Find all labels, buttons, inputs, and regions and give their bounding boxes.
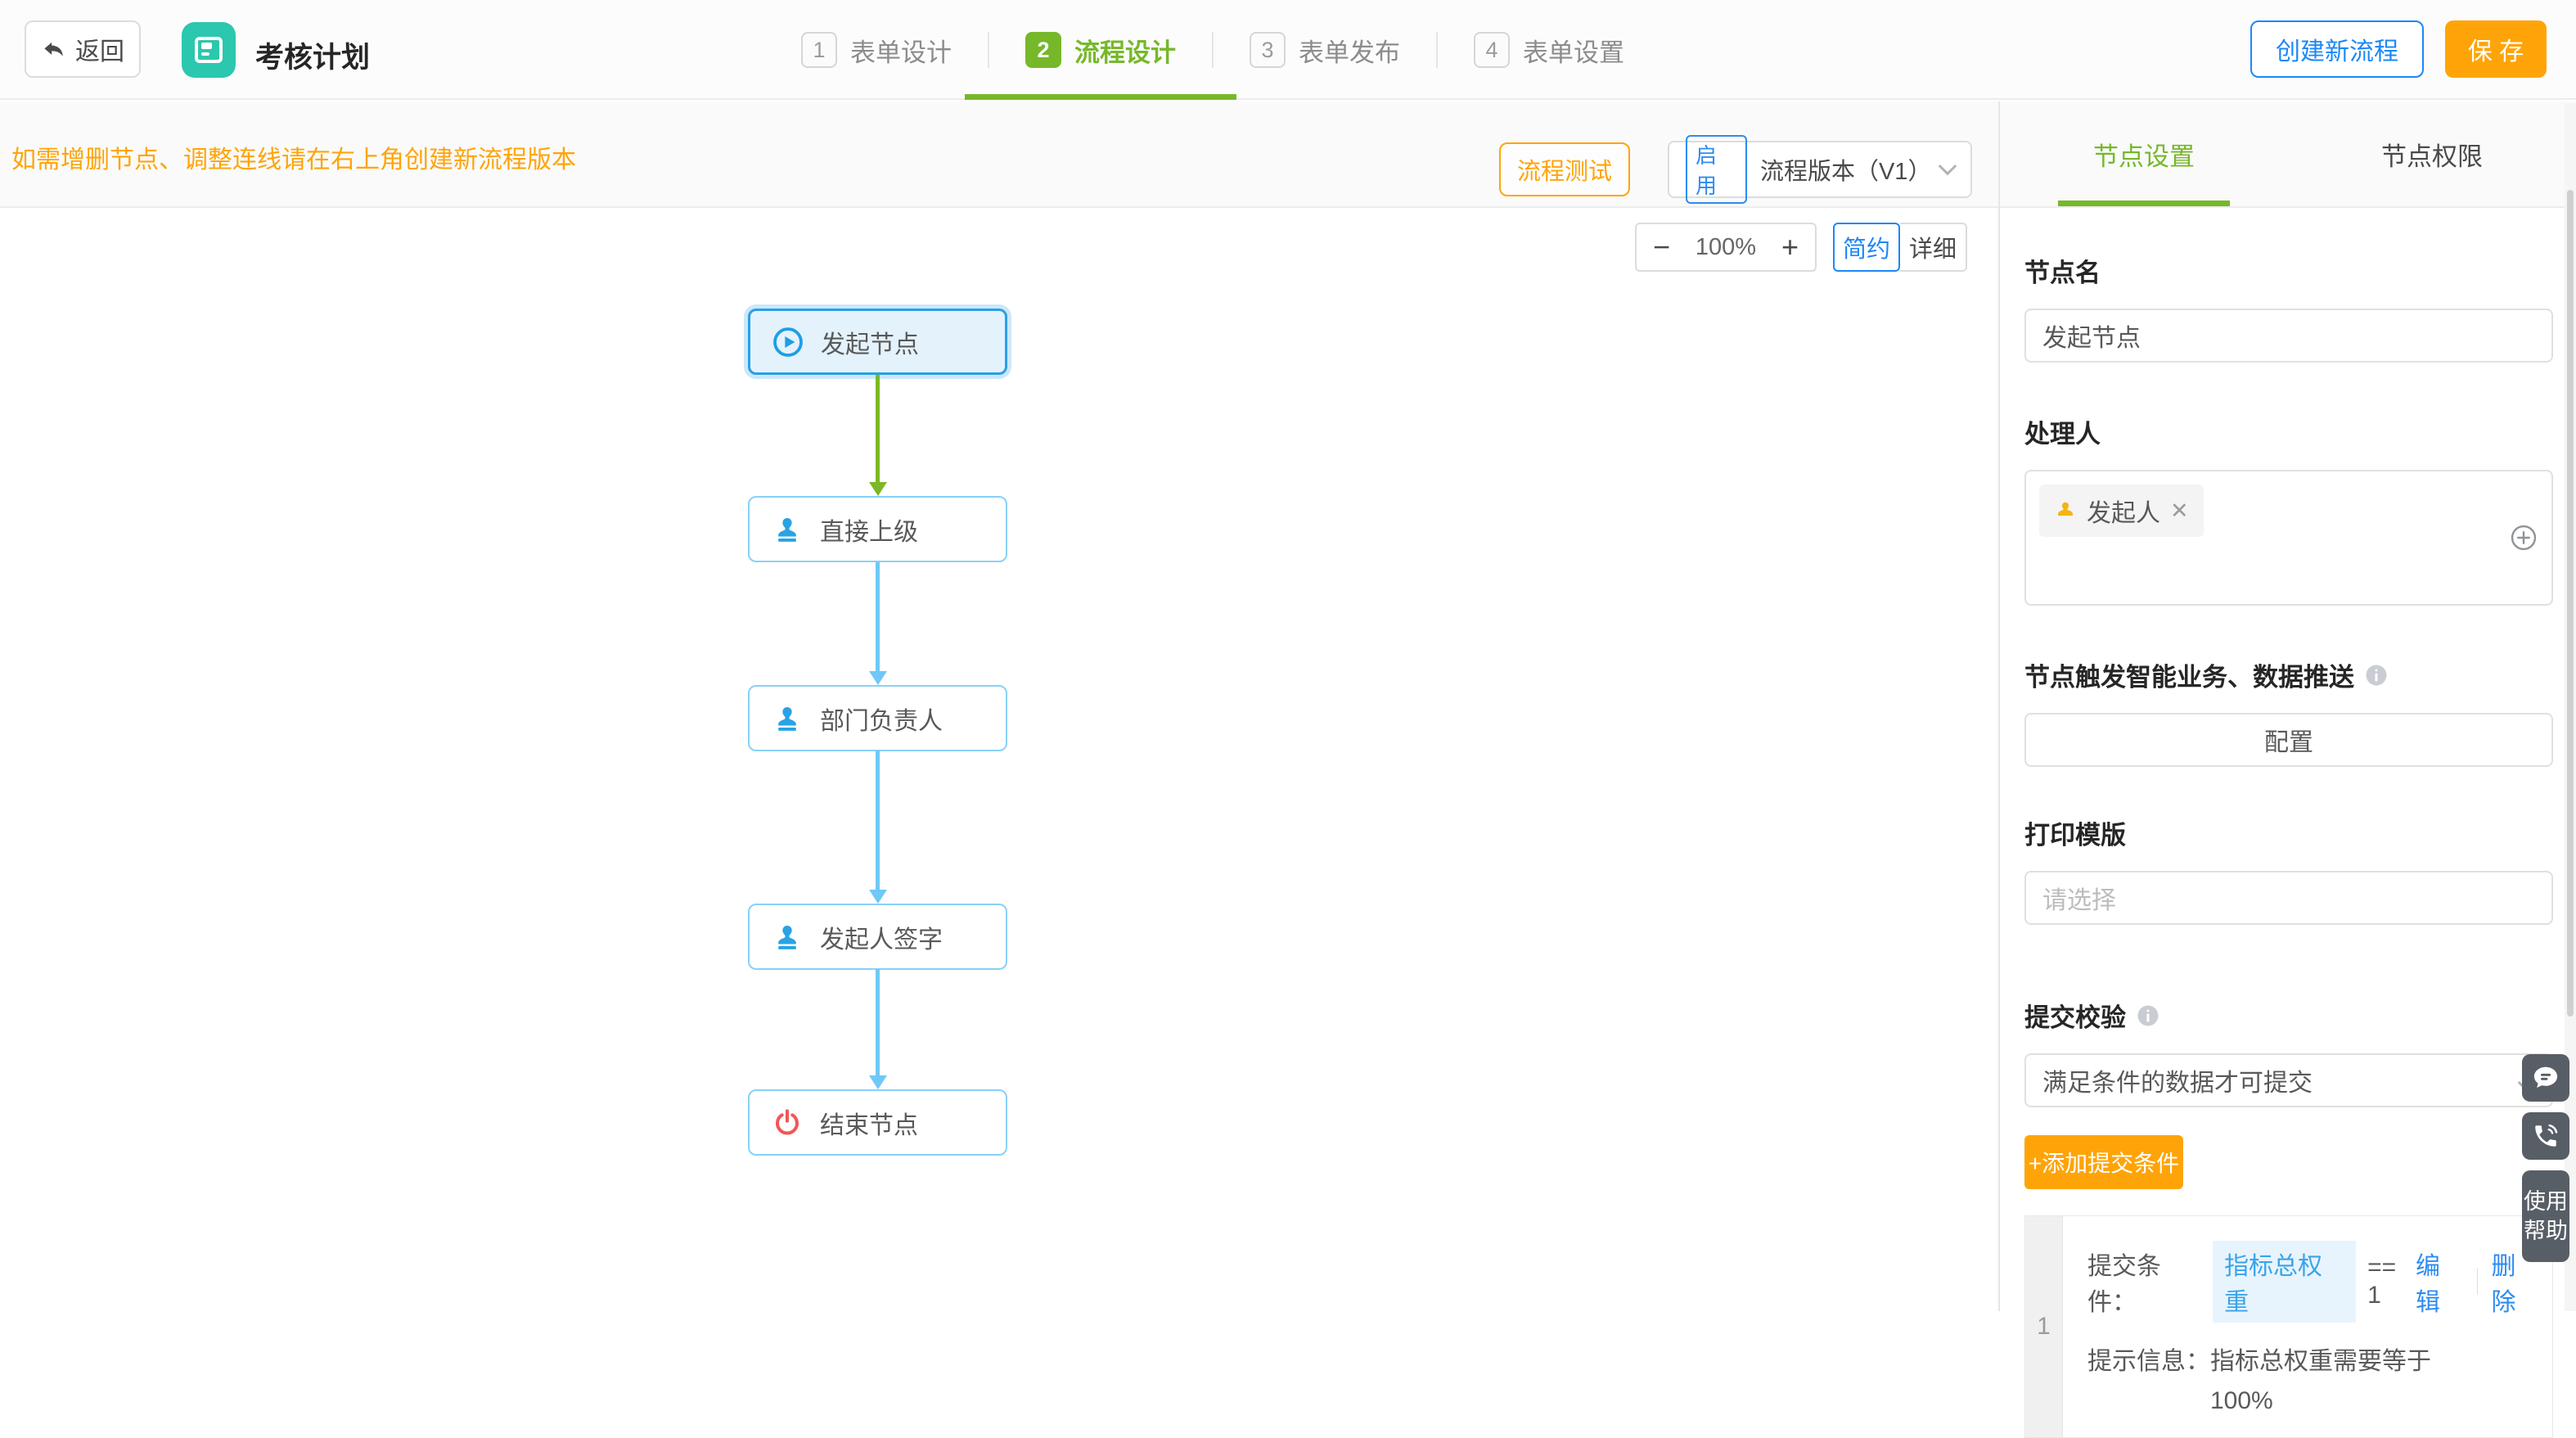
- node-start[interactable]: 发起节点: [748, 309, 1007, 375]
- validation-mode-select[interactable]: 满足条件的数据才可提交: [2024, 1053, 2553, 1107]
- step-form-settings[interactable]: 4 表单设置: [1438, 0, 1660, 100]
- phone-contact-button[interactable]: [2522, 1112, 2569, 1160]
- node-end[interactable]: 结束节点: [748, 1089, 1007, 1156]
- node-settings-panel: 节点设置 节点权限 节点名 处理人 发起人 ✕ 节点触发智能业务、数据推送: [1998, 101, 2576, 1438]
- remove-tag-icon[interactable]: ✕: [2170, 498, 2189, 523]
- flow-arrow: [876, 969, 880, 1077]
- condition-field-chip: 指标总权重: [2213, 1241, 2357, 1323]
- back-arrow-icon: [44, 42, 63, 56]
- print-template-label: 打印模版: [2024, 821, 2126, 850]
- flow-arrow-green: [876, 375, 880, 484]
- zoom-in-button[interactable]: +: [1781, 230, 1799, 264]
- mode-simple-button[interactable]: 简约: [1833, 223, 1900, 272]
- print-template-select[interactable]: 请选择: [2024, 871, 2553, 925]
- usage-help-button[interactable]: 使用帮助: [2522, 1170, 2569, 1262]
- power-icon: [776, 1108, 799, 1135]
- node-direct-supervisor[interactable]: 直接上级: [748, 496, 1007, 562]
- node-department-head[interactable]: 部门负责人: [748, 685, 1007, 751]
- feedback-chat-button[interactable]: [2522, 1054, 2569, 1102]
- flow-version-select[interactable]: 启用 流程版本（V1）: [1668, 135, 1972, 204]
- step-divider: [988, 32, 989, 68]
- phone-icon: [2535, 1124, 2558, 1147]
- form-doc-icon: [182, 22, 236, 78]
- info-icon[interactable]: [2364, 663, 2389, 687]
- step-form-design[interactable]: 1 表单设计: [765, 0, 988, 100]
- condition-index: 1: [2025, 1216, 2063, 1437]
- handler-box[interactable]: 发起人 ✕: [2024, 470, 2553, 606]
- step-nav: 1 表单设计 2 流程设计 3 表单发布 4 表单设置: [765, 0, 1660, 100]
- handler-tag: 发起人 ✕: [2039, 485, 2204, 537]
- chat-bubble-icon: [2533, 1066, 2558, 1088]
- approver-stamp-icon: [778, 925, 796, 949]
- node-initiator-sign[interactable]: 发起人签字: [748, 904, 1007, 970]
- flow-test-button[interactable]: 流程测试: [1499, 142, 1630, 196]
- zoom-level: 100%: [1695, 233, 1757, 260]
- panel-tabs: 节点设置 节点权限: [2000, 101, 2576, 208]
- approver-stamp-icon: [778, 517, 796, 542]
- panel-scrollbar[interactable]: [2565, 103, 2576, 1311]
- create-new-flow-button[interactable]: 创建新流程: [2250, 20, 2424, 78]
- tab-node-settings[interactable]: 节点设置: [2000, 101, 2288, 206]
- page-title: 考核计划: [255, 42, 371, 74]
- back-button[interactable]: 返回: [25, 20, 141, 78]
- version-hint-text: 如需增删节点、调整连线请在右上角创建新流程版本: [11, 147, 576, 174]
- info-icon[interactable]: [2136, 1003, 2160, 1028]
- flow-arrow: [876, 562, 880, 673]
- submit-validation-label: 提交校验: [2024, 997, 2553, 1034]
- step-divider: [1436, 32, 1438, 68]
- handler-label: 处理人: [2024, 420, 2101, 449]
- edit-condition-link[interactable]: 编辑: [2416, 1253, 2441, 1316]
- play-circle-icon: [773, 327, 803, 357]
- node-name-input[interactable]: [2024, 309, 2553, 363]
- condition-body: 提交条件： 指标总权重 == 1 编辑 删除 提示信息： 指标总权重需要等于10…: [2063, 1216, 2552, 1437]
- condition-expression: == 1: [2367, 1254, 2397, 1309]
- flow-arrow: [876, 751, 880, 891]
- zoom-control: − 100% +: [1635, 223, 1817, 272]
- step-number: 1: [801, 32, 837, 68]
- node-name-label: 节点名: [2024, 259, 2101, 287]
- flow-diagram: 发起节点 直接上级 部门负责人 发起人签字: [0, 210, 1998, 1311]
- back-label: 返回: [75, 38, 124, 65]
- person-icon: [2058, 502, 2073, 516]
- condition-row: 1 提交条件： 指标总权重 == 1 编辑 删除 提示信息： 指标总权重需要等于…: [2024, 1215, 2553, 1438]
- configure-button[interactable]: 配置: [2024, 713, 2553, 767]
- save-button[interactable]: 保 存: [2445, 20, 2547, 78]
- add-handler-icon[interactable]: [2509, 523, 2538, 552]
- header-actions: 创建新流程 保 存: [2250, 20, 2547, 78]
- chevron-down-icon: [1938, 156, 1957, 176]
- add-condition-button[interactable]: +添加提交条件: [2024, 1135, 2183, 1189]
- condition-label: 提交条件：: [2087, 1253, 2161, 1316]
- zoom-out-button[interactable]: −: [1653, 230, 1671, 264]
- step-flow-design[interactable]: 2 流程设计: [989, 0, 1212, 100]
- tip-label: 提示信息：: [2087, 1348, 2210, 1375]
- step-divider: [1212, 32, 1214, 68]
- tab-node-permissions[interactable]: 节点权限: [2381, 142, 2483, 171]
- step-number: 3: [1250, 32, 1286, 68]
- view-mode-toggle: 简约 详细: [1833, 223, 1967, 272]
- tip-value: 指标总权重需要等于100%: [2210, 1348, 2431, 1414]
- flow-toolbar: 如需增删节点、调整连线请在右上角创建新流程版本 流程测试 启用 流程版本（V1）: [0, 101, 1998, 208]
- mode-detail-button[interactable]: 详细: [1900, 223, 1967, 272]
- step-number: 2: [1025, 32, 1061, 68]
- scrollbar-thumb[interactable]: [2567, 190, 2574, 1017]
- link-divider: [2476, 1269, 2479, 1295]
- panel-content: 节点名 处理人 发起人 ✕ 节点触发智能业务、数据推送: [2000, 252, 2576, 1438]
- flow-canvas[interactable]: − 100% + 简约 详细 发起节点 直接上级: [0, 210, 1998, 1311]
- step-number: 4: [1474, 32, 1510, 68]
- step-form-publish[interactable]: 3 表单发布: [1214, 0, 1436, 100]
- enabled-badge: 启用: [1686, 135, 1747, 204]
- floating-help-stack: 使用帮助: [2522, 1054, 2569, 1262]
- top-header: 返回 考核计划 1 表单设计 2 流程设计 3 表单发布 4 表单设置 创建新流…: [0, 0, 2576, 100]
- approver-stamp-icon: [778, 706, 796, 731]
- trigger-section-label: 节点触发智能业务、数据推送: [2024, 656, 2553, 693]
